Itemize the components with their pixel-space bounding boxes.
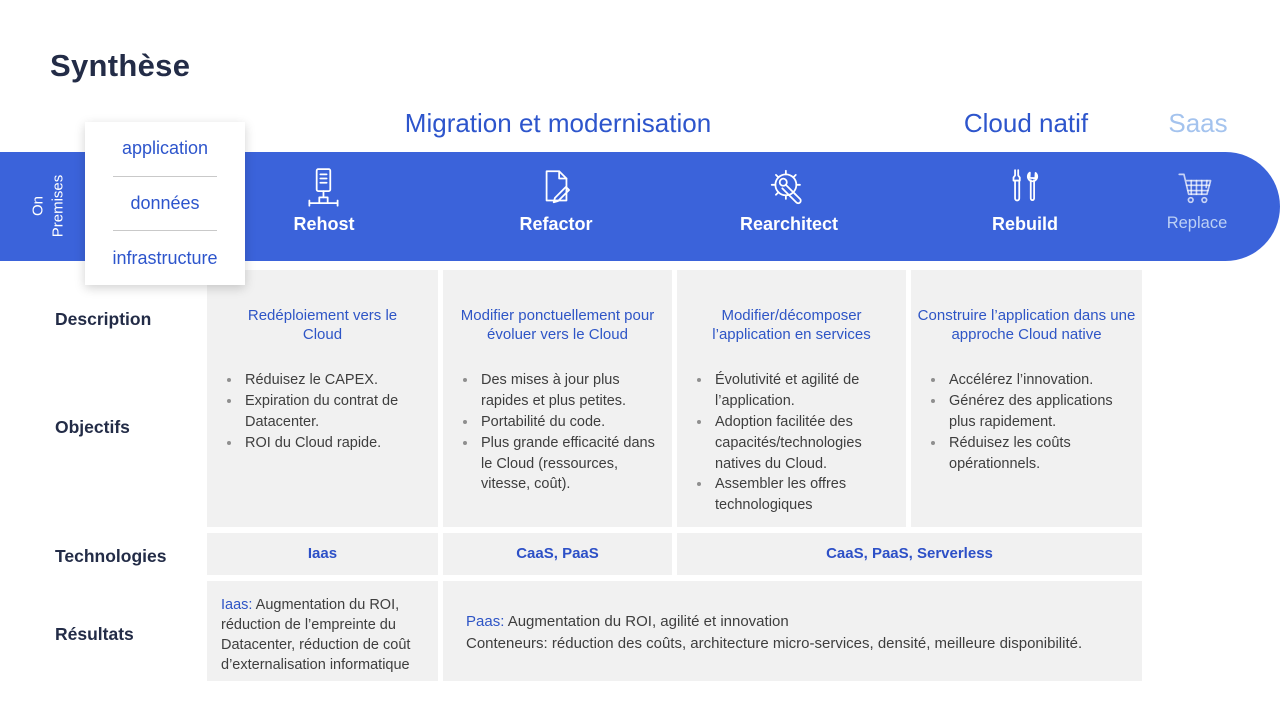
on-premises-label: On Premises (29, 175, 68, 238)
resultats-iaas-text: Iaas: Augmentation du ROI, réduction de … (221, 596, 430, 675)
cell-rehost-description-objectifs: Redéploiement vers le Cloud Réduisez le … (207, 270, 438, 527)
header-saas: Saas (1168, 108, 1228, 138)
strategy-rebuild: Rebuild (955, 152, 1095, 261)
strategy-rebuild-label: Rebuild (992, 214, 1058, 234)
cell-technologies-caas-paas-serverless: CaaS, PaaS, Serverless (677, 533, 1142, 575)
paas-prefix: Paas: (466, 613, 505, 630)
rearchitect-description: Modifier/décomposer l’application en ser… (712, 307, 871, 344)
strategy-rehost: Rehost (254, 152, 394, 261)
cell-technologies-iaas: Iaas (207, 533, 438, 575)
iaas-prefix: Iaas: (221, 597, 253, 613)
resultats-merged-text: Paas: Augmentation du ROI, agilité et in… (466, 611, 1126, 655)
conteneurs-line: Conteneurs: réduction des coûts, archite… (466, 634, 1083, 652)
rehost-description: Redéploiement vers le Cloud (247, 307, 398, 344)
cell-rebuild-description-objectifs: Construire l’application dans une approc… (911, 270, 1142, 527)
objective-item: Évolutivité et agilité de l’application. (712, 370, 902, 412)
shopping-cart-icon (1174, 166, 1220, 212)
objective-item: Des mises à jour plus rapides et plus pe… (478, 370, 668, 412)
document-pencil-icon (533, 166, 579, 212)
objective-item: Générez des applications plus rapidement… (946, 391, 1138, 433)
paas-line: Paas: Augmentation du ROI, agilité et in… (466, 611, 1126, 633)
row-label-technologies: Technologies (55, 546, 167, 566)
card-divider (113, 230, 217, 232)
objective-item: Portabilité du code. (478, 412, 668, 433)
layer-donnees: données (130, 192, 200, 213)
gear-wrench-icon (766, 166, 812, 212)
row-label-description: Description (55, 309, 152, 329)
strategy-refactor-label: Refactor (519, 214, 593, 234)
header-cloud-natif: Cloud natif (963, 108, 1089, 138)
rearchitect-objectives: Évolutivité et agilité de l’application.… (693, 370, 902, 516)
layer-application: application (121, 138, 209, 159)
strategy-rearchitect: Rearchitect (714, 152, 864, 261)
iaas-body: Augmentation du ROI, réduction de l’empr… (221, 597, 411, 673)
objective-item: Réduisez les coûts opérationnels. (946, 433, 1138, 475)
rebuild-objectives: Accélérez l’innovation. Générez des appl… (927, 370, 1138, 474)
rehost-objectives: Réduisez le CAPEX. Expiration du contrat… (223, 370, 434, 454)
objective-item: Réduisez le CAPEX. (242, 370, 434, 391)
objective-item: Accélérez l’innovation. (946, 370, 1138, 391)
row-label-resultats: Résultats (55, 624, 134, 644)
cell-rearchitect-description-objectifs: Modifier/décomposer l’application en ser… (677, 270, 906, 527)
cell-refactor-description-objectifs: Modifier ponctuellement pour évoluer ver… (443, 270, 672, 527)
header-migration-modernisation: Migration et modernisation (404, 108, 712, 138)
on-premises-line1: On (29, 195, 47, 217)
card-divider (113, 175, 217, 177)
strategy-rearchitect-label: Rearchitect (739, 214, 839, 234)
page-title: Synthèse (50, 48, 191, 83)
strategy-rehost-label: Rehost (293, 214, 355, 234)
rebuild-description: Construire l’application dans une approc… (917, 307, 1136, 344)
layers-card: application données infrastructure (85, 122, 245, 285)
cell-resultats-paas-conteneurs: Paas: Augmentation du ROI, agilité et in… (443, 581, 1142, 681)
objective-item: Adoption facilitée des capacités/technol… (712, 412, 902, 475)
server-network-icon (301, 166, 347, 212)
objective-item: ROI du Cloud rapide. (242, 433, 434, 454)
refactor-objectives: Des mises à jour plus rapides et plus pe… (459, 370, 668, 495)
layer-infrastructure: infrastructure (112, 247, 218, 268)
cell-technologies-caas-paas: CaaS, PaaS (443, 533, 672, 575)
row-label-objectifs: Objectifs (55, 417, 130, 437)
objective-item: Plus grande efficacité dans le Cloud (re… (478, 433, 668, 496)
objective-item: Assembler les offres technologiques (712, 474, 902, 516)
objective-item: Expiration du contrat de Datacenter. (242, 391, 434, 433)
strategy-replace: Replace (1127, 152, 1267, 261)
screwdriver-wrench-icon (1002, 166, 1048, 212)
cell-resultats-iaas: Iaas: Augmentation du ROI, réduction de … (207, 581, 438, 681)
strategy-refactor: Refactor (486, 152, 626, 261)
refactor-description: Modifier ponctuellement pour évoluer ver… (460, 307, 655, 344)
on-premises-line2: Premises (49, 174, 66, 238)
strategy-replace-label: Replace (1166, 214, 1228, 232)
paas-body: Augmentation du ROI, agilité et innovati… (504, 613, 789, 630)
